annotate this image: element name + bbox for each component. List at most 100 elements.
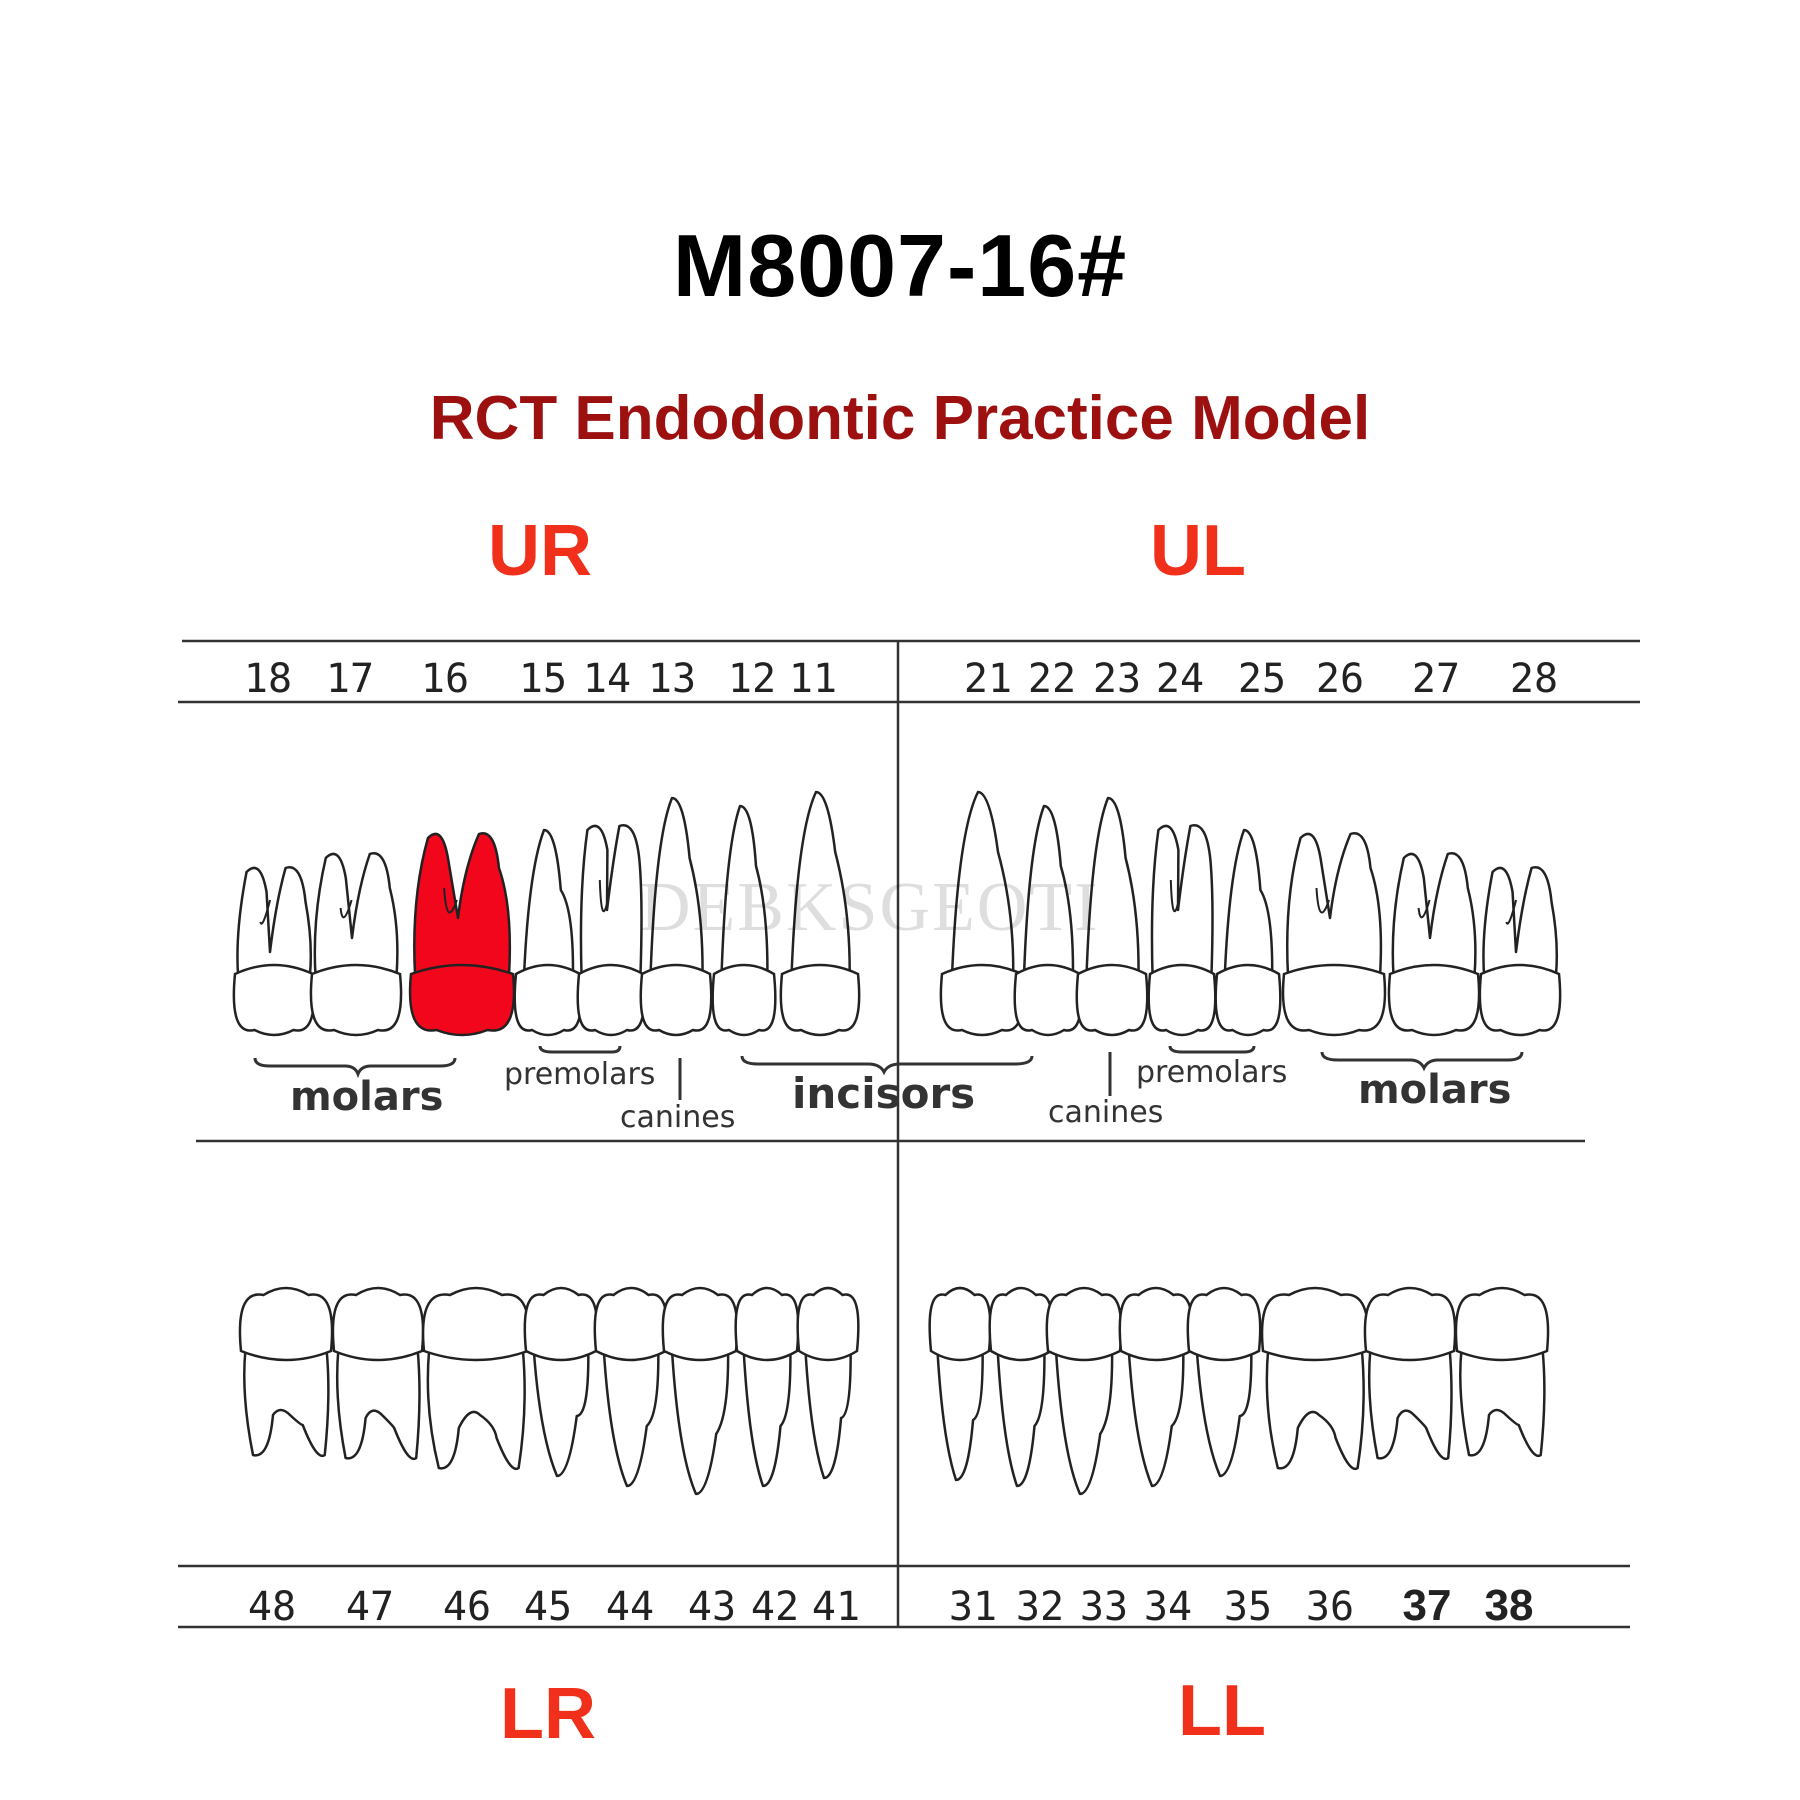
- tooth-27[interactable]: [1387, 851, 1481, 1037]
- tooth-number-27: 27: [1412, 656, 1460, 702]
- tooth-15[interactable]: [513, 828, 583, 1037]
- label-premolars-ul: premolars: [1136, 1055, 1287, 1090]
- tooth-25-crown: [1214, 963, 1282, 1037]
- tooth-28-canal: [1505, 899, 1518, 925]
- tooth-24-canal: [1169, 879, 1180, 913]
- tooth-number-14: 14: [583, 656, 631, 702]
- tooth-43-root: [670, 1347, 730, 1496]
- tooth-21-crown: [939, 963, 1025, 1037]
- tooth-number-43: 43: [688, 1584, 736, 1630]
- tooth-13[interactable]: [639, 796, 713, 1037]
- tooth-17-root: [313, 851, 399, 978]
- tooth-21[interactable]: [939, 790, 1025, 1037]
- tooth-15-crown: [513, 963, 583, 1037]
- quadrant-label-ll: LL: [1178, 1671, 1266, 1751]
- tooth-28[interactable]: [1478, 865, 1562, 1037]
- tooth-13-crown: [639, 963, 713, 1037]
- tooth-43[interactable]: [661, 1286, 739, 1496]
- label-molars-ul: molars: [1358, 1067, 1511, 1113]
- tooth-23[interactable]: [1075, 796, 1149, 1037]
- tooth-44[interactable]: [593, 1286, 669, 1488]
- tooth-32-crown: [988, 1286, 1054, 1362]
- tooth-group-labels: [253, 1045, 1524, 1100]
- tooth-26-canal: [1315, 887, 1330, 914]
- tooth-47[interactable]: [331, 1286, 425, 1461]
- tooth-34[interactable]: [1118, 1286, 1194, 1488]
- tooth-42[interactable]: [734, 1286, 800, 1488]
- tooth-17[interactable]: [309, 851, 403, 1037]
- tooth-number-22: 22: [1028, 656, 1076, 702]
- tooth-11-crown: [779, 963, 861, 1037]
- upper-teeth: [232, 790, 1562, 1037]
- tooth-42-crown: [734, 1286, 800, 1362]
- tooth-16[interactable]: [408, 831, 516, 1037]
- tooth-48[interactable]: [238, 1286, 334, 1458]
- label-canines-ul: canines: [1048, 1095, 1163, 1130]
- tooth-14-canal: [598, 879, 609, 913]
- tooth-46-root: [426, 1347, 526, 1471]
- tooth-23-root: [1085, 796, 1140, 978]
- tooth-12[interactable]: [711, 804, 777, 1037]
- lower-teeth: [238, 1286, 1550, 1496]
- tooth-number-21: 21: [964, 656, 1012, 702]
- brace-molars-ur: [253, 1057, 457, 1079]
- tooth-35-crown: [1186, 1286, 1262, 1362]
- tooth-17-canal: [339, 899, 353, 919]
- tooth-36[interactable]: [1260, 1286, 1370, 1471]
- tooth-number-36: 36: [1306, 1584, 1354, 1630]
- tooth-27-crown: [1387, 963, 1481, 1037]
- tooth-11[interactable]: [779, 790, 861, 1037]
- tooth-18-root: [236, 865, 313, 978]
- quadrant-label-ur: UR: [488, 511, 592, 591]
- tooth-33-crown: [1045, 1286, 1123, 1362]
- tooth-26-root: [1285, 831, 1383, 978]
- tooth-32-root: [996, 1347, 1046, 1488]
- tooth-number-12: 12: [728, 656, 776, 702]
- brace-molars-ul: [1320, 1051, 1524, 1072]
- tooth-15-root: [522, 828, 575, 978]
- tooth-45-root: [532, 1347, 590, 1478]
- tooth-number-23: 23: [1093, 656, 1141, 702]
- tooth-number-28: 28: [1510, 656, 1558, 702]
- tooth-33-root: [1054, 1347, 1114, 1496]
- tooth-number-35: 35: [1224, 1584, 1272, 1630]
- tooth-43-crown: [661, 1286, 739, 1362]
- tooth-36-crown: [1260, 1286, 1370, 1362]
- tooth-22[interactable]: [1013, 804, 1083, 1037]
- tooth-34-crown: [1118, 1286, 1194, 1362]
- tooth-14-crown: [576, 963, 646, 1037]
- tooth-33[interactable]: [1045, 1286, 1123, 1496]
- tooth-41[interactable]: [796, 1286, 860, 1480]
- tooth-25-root: [1223, 828, 1274, 978]
- tooth-48-crown: [238, 1286, 334, 1362]
- tooth-number-37: 37: [1403, 1581, 1452, 1630]
- tooth-16-root: [413, 831, 512, 978]
- brace-incisors: [740, 1055, 1034, 1076]
- tooth-number-13: 13: [648, 656, 696, 702]
- tooth-14[interactable]: [576, 823, 646, 1037]
- tooth-45-crown: [523, 1286, 599, 1362]
- tooth-number-15: 15: [519, 656, 567, 702]
- tooth-31[interactable]: [928, 1286, 992, 1482]
- tooth-number-11: 11: [789, 656, 837, 702]
- tooth-18[interactable]: [232, 865, 316, 1037]
- tooth-28-root: [1482, 865, 1559, 978]
- tooth-46[interactable]: [421, 1286, 531, 1471]
- tooth-37-root: [1367, 1347, 1453, 1461]
- tooth-37[interactable]: [1363, 1286, 1457, 1461]
- tooth-24-root: [1150, 823, 1214, 978]
- label-molars-ur: molars: [290, 1074, 443, 1120]
- tooth-24[interactable]: [1147, 823, 1217, 1037]
- tooth-38[interactable]: [1454, 1286, 1550, 1458]
- brace-premolars-ur: [538, 1045, 622, 1054]
- tooth-12-root: [720, 804, 769, 978]
- tooth-35[interactable]: [1186, 1286, 1262, 1478]
- tooth-26[interactable]: [1281, 831, 1387, 1037]
- tooth-number-42: 42: [751, 1584, 799, 1630]
- tooth-45[interactable]: [523, 1286, 599, 1478]
- tooth-32[interactable]: [988, 1286, 1054, 1488]
- tooth-48-root: [243, 1347, 330, 1458]
- label-canines-ur: canines: [620, 1100, 735, 1135]
- tooth-number-16: 16: [421, 656, 469, 702]
- tooth-25[interactable]: [1214, 828, 1282, 1037]
